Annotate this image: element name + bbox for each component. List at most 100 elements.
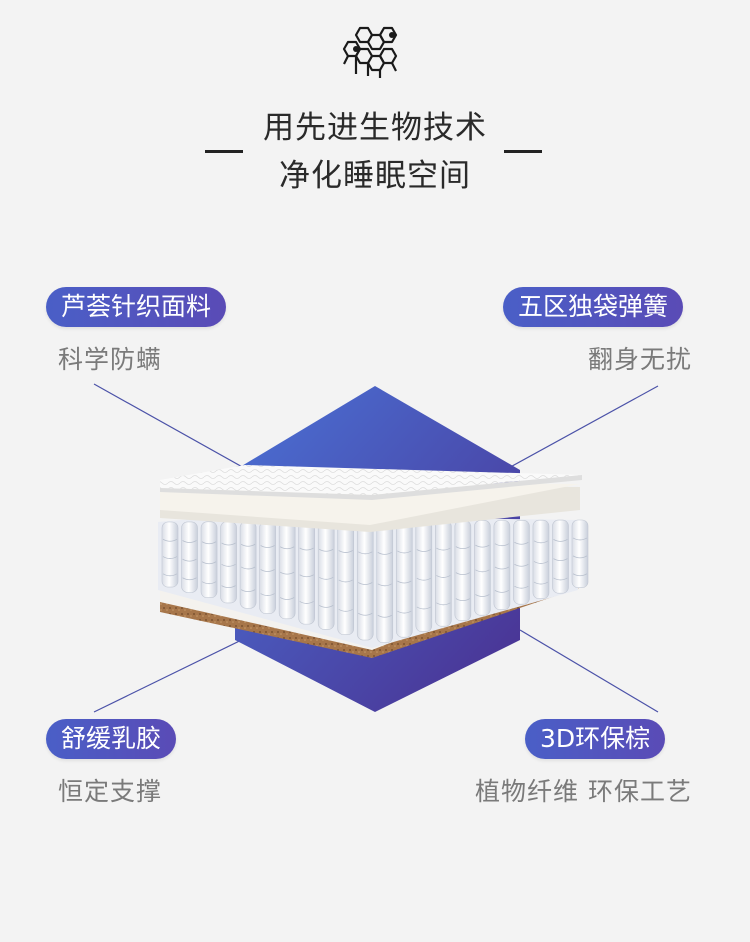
spring-coil-wire bbox=[182, 558, 197, 562]
spring-coil-wire bbox=[572, 573, 588, 577]
spring-coil-wire bbox=[299, 547, 314, 551]
spring-coil bbox=[356, 520, 374, 641]
spring-coil bbox=[317, 520, 335, 630]
spring-coil-wire bbox=[260, 593, 275, 596]
spring-coil-wire bbox=[162, 556, 178, 559]
spring-coil bbox=[415, 520, 433, 632]
spring-coil-wire bbox=[494, 590, 510, 593]
spring-coil-wire bbox=[494, 543, 510, 547]
spring-coil-wire bbox=[533, 561, 549, 564]
spring-coil bbox=[239, 521, 257, 609]
spring-coil-wire bbox=[338, 550, 353, 553]
spring-coil-wire bbox=[279, 571, 295, 575]
spring-coil bbox=[552, 519, 569, 594]
spring-coil-wire bbox=[221, 542, 236, 546]
callout-line-bottom-right bbox=[519, 629, 659, 713]
headline-line-1: 用先进生物技术 bbox=[263, 110, 487, 146]
spring-coil-wire bbox=[553, 558, 568, 562]
spring-coil-wire bbox=[201, 581, 217, 585]
spring-coil bbox=[181, 521, 198, 593]
spring-coil-wire bbox=[416, 549, 432, 552]
spring-coil-wire bbox=[279, 546, 295, 550]
spring-coil-wire bbox=[416, 606, 432, 610]
callout-line-bottom-left bbox=[93, 629, 263, 713]
spring-coil-wire bbox=[240, 589, 256, 592]
spring-coil-wire bbox=[494, 566, 510, 570]
spring-coil bbox=[259, 521, 276, 614]
spring-coil-wire bbox=[318, 576, 334, 580]
spring-coil-wire bbox=[455, 546, 471, 549]
spring-coil-wire bbox=[514, 541, 529, 545]
headline-line-2: 净化睡眠空间 bbox=[279, 158, 471, 194]
feature-caption-no-disturbance: 翻身无扰 bbox=[587, 345, 692, 374]
spring-coil-wire bbox=[318, 548, 334, 552]
spring-coil-wire bbox=[436, 575, 451, 578]
headline: 用先进生物技术 净化睡眠空间 bbox=[0, 104, 750, 200]
callout-line-top-right bbox=[504, 385, 659, 471]
spring-coil-wire bbox=[260, 545, 275, 548]
spring-coil-wire bbox=[338, 579, 353, 583]
spring-coil-wire bbox=[377, 614, 392, 618]
spring-coil-layer bbox=[158, 515, 589, 648]
feature-caption-eco: 植物纤维 环保工艺 bbox=[475, 777, 692, 806]
spring-coil-wire bbox=[377, 552, 392, 555]
spring-coil-wire bbox=[358, 582, 373, 585]
spring-coil bbox=[395, 520, 413, 638]
spring-coil-wire bbox=[221, 563, 236, 567]
spring-coil-wire bbox=[182, 577, 197, 581]
spring-coil bbox=[200, 521, 218, 598]
spring-coil bbox=[532, 519, 550, 599]
spring-coil bbox=[376, 520, 394, 643]
spring-coil-wire bbox=[397, 610, 412, 614]
spring-coil-wire bbox=[162, 538, 178, 542]
spring-coil-wire bbox=[162, 573, 178, 577]
spring-coil-wire bbox=[318, 605, 334, 608]
spring-coil-wire bbox=[455, 598, 471, 602]
mattress-layers-illustration bbox=[93, 383, 659, 713]
spring-coil-wire bbox=[201, 561, 217, 565]
callout-line-top-left bbox=[93, 383, 263, 479]
spring-coil-wire bbox=[397, 550, 412, 554]
feature-label-pocket-springs: 五区独袋弹簧 bbox=[503, 287, 684, 327]
spring-coil-wire bbox=[572, 555, 588, 559]
feature-label-coir: 3D环保棕 bbox=[525, 719, 666, 759]
spring-coil-wire bbox=[553, 577, 568, 581]
spring-coil-wire bbox=[475, 569, 490, 573]
spring-coil bbox=[493, 520, 511, 610]
spring-coil-wire bbox=[279, 597, 295, 600]
spring-coil-wire bbox=[416, 577, 432, 581]
spring-coil-wire bbox=[182, 540, 197, 543]
spring-coil-wire bbox=[553, 539, 568, 542]
spring-coil-wire bbox=[514, 585, 529, 589]
spring-coil bbox=[474, 520, 491, 616]
feature-label-latex: 舒缓乳胶 bbox=[46, 719, 177, 759]
spring-coil-wire bbox=[201, 541, 217, 545]
feature-label-aloe-fabric: 芦荟针织面料 bbox=[46, 287, 227, 327]
spring-coil-wire bbox=[436, 602, 451, 606]
spring-coil bbox=[454, 520, 472, 621]
spring-coil bbox=[298, 521, 315, 625]
honeycomb-molecule-icon bbox=[342, 26, 398, 78]
headline-left-dash bbox=[205, 150, 243, 153]
spring-coil-wire bbox=[358, 612, 373, 616]
spring-coil-wire bbox=[533, 540, 549, 544]
spring-coil-wire bbox=[397, 580, 412, 584]
spring-coil-wire bbox=[240, 543, 256, 547]
spring-coil-wire bbox=[455, 572, 471, 576]
spring-coil-wire bbox=[377, 583, 392, 587]
spring-coil bbox=[513, 519, 530, 605]
spring-coil-wire bbox=[514, 563, 529, 567]
feature-caption-support: 恒定支撑 bbox=[58, 777, 163, 806]
headline-right-dash bbox=[504, 150, 542, 153]
spring-coil-wire bbox=[338, 608, 353, 612]
spring-coil-wire bbox=[475, 544, 490, 548]
spring-coil bbox=[161, 521, 179, 588]
spring-coil-wire bbox=[260, 569, 275, 572]
spring-coil bbox=[220, 521, 237, 604]
spring-coil-wire bbox=[358, 551, 373, 555]
spring-coil bbox=[337, 520, 355, 636]
spring-coil-wire bbox=[240, 566, 256, 570]
feature-caption-anti-mite: 科学防螨 bbox=[58, 345, 163, 374]
spring-coil-wire bbox=[475, 594, 490, 597]
